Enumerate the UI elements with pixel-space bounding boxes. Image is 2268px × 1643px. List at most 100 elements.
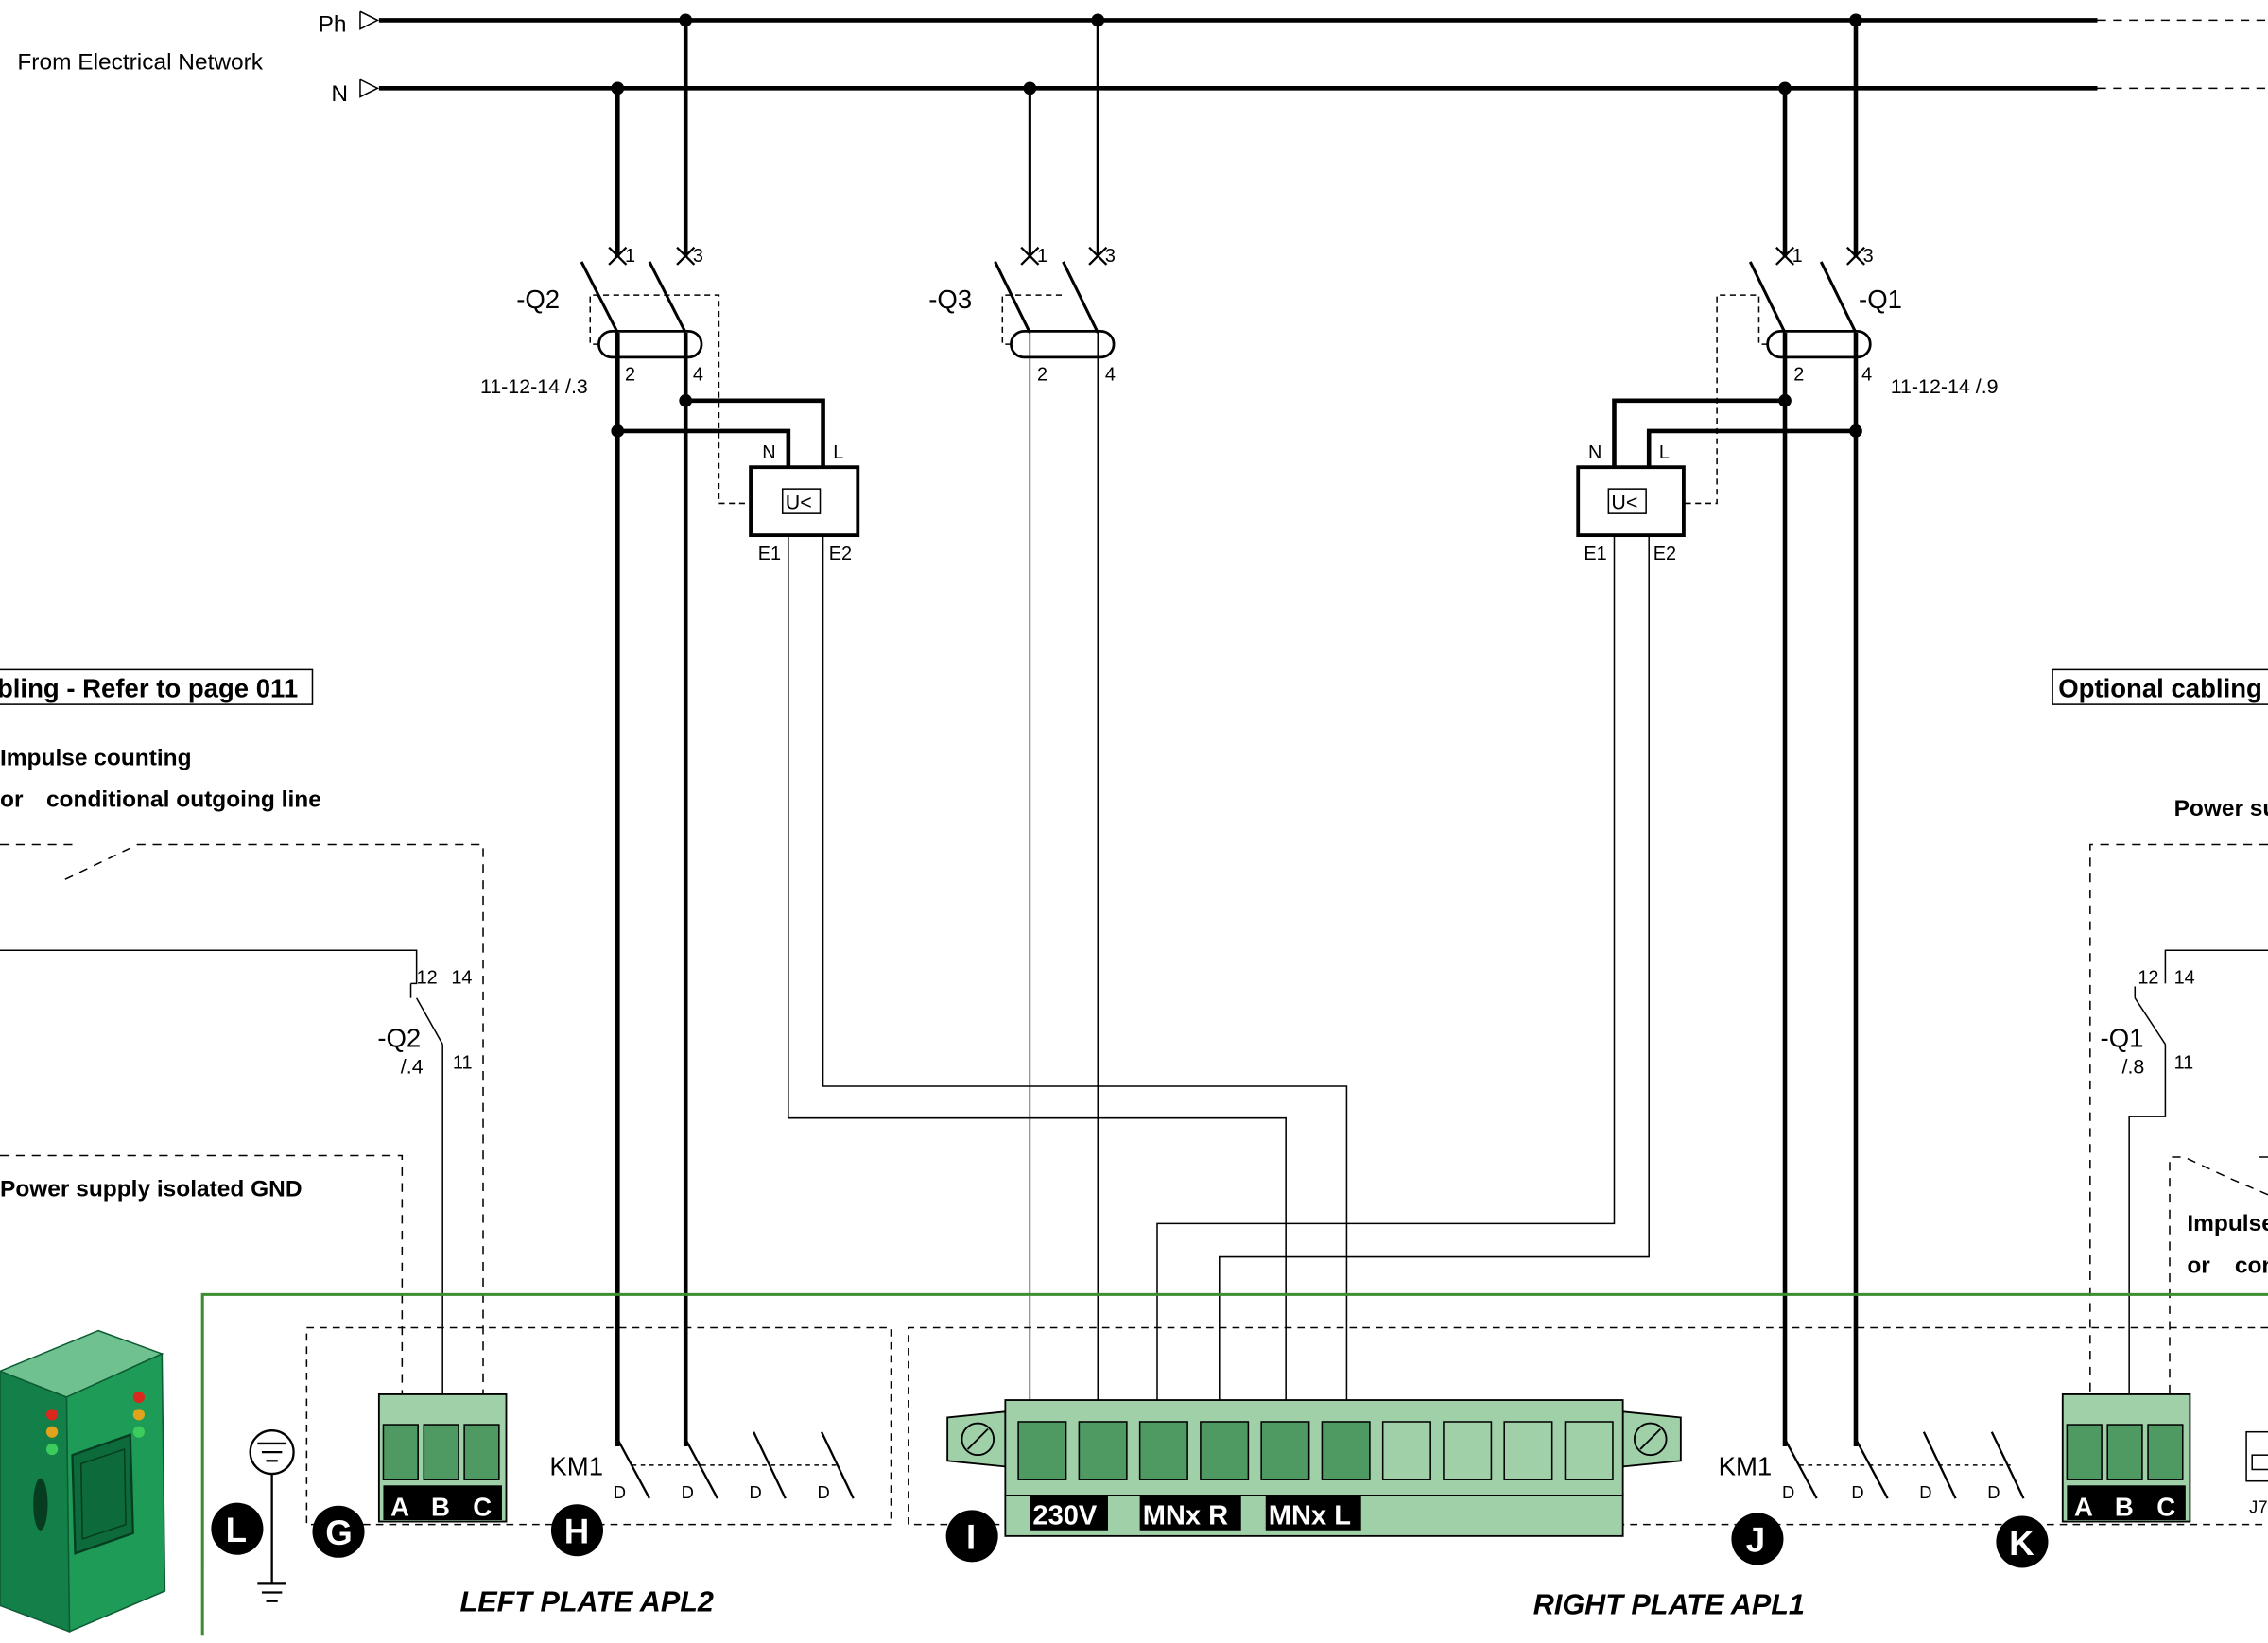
left-term-b: B xyxy=(431,1492,450,1521)
q2-uv-symbol: U< xyxy=(786,492,812,514)
right-km1-d3: D xyxy=(1919,1482,1931,1502)
marker-l: L xyxy=(226,1511,247,1549)
q1-pin-2: 2 xyxy=(1793,364,1804,385)
impulse-counting-label: Impulse counting xyxy=(0,745,192,770)
marker-circles xyxy=(211,1502,2049,1568)
optional-cabling-left-box xyxy=(0,668,314,705)
q3-pin-3: 3 xyxy=(1105,246,1116,267)
left-km1-label: KM1 xyxy=(549,1452,603,1481)
q2-pin-3: 3 xyxy=(693,246,703,267)
q2-label: -Q2 xyxy=(516,285,560,314)
rj45-socket-icon xyxy=(2245,1430,2268,1482)
marker-j: J xyxy=(1746,1521,1765,1560)
supply-buses xyxy=(359,10,2268,98)
right-term-b: B xyxy=(2115,1492,2134,1521)
power-supply-right-label: Power su xyxy=(2174,796,2268,822)
or-label: or xyxy=(0,787,24,813)
q2-uv-l: L xyxy=(833,442,843,463)
panel-frame xyxy=(200,1292,2268,1636)
breaker-q3 xyxy=(994,246,1116,1446)
marker-i: I xyxy=(966,1518,976,1557)
q3-label: -Q3 xyxy=(928,285,972,314)
breaker-q1 xyxy=(1683,246,1872,1446)
marker-h: H xyxy=(564,1513,590,1551)
left-aux-wiring xyxy=(0,843,484,1446)
q2-uv-e2: E2 xyxy=(829,544,852,564)
q2-pin-1: 1 xyxy=(625,246,635,267)
right-plate-box xyxy=(908,1326,2268,1526)
right-abc-terminal xyxy=(2061,1393,2191,1523)
network-label: From Electrical Network xyxy=(17,49,263,75)
q1-pin-1: 1 xyxy=(1792,246,1803,267)
right-km1-contactor xyxy=(1784,1431,2025,1499)
q3-drops xyxy=(1028,20,1099,258)
q2-contact-label: -Q2 xyxy=(377,1024,421,1053)
q3-pin-1: 1 xyxy=(1037,246,1047,267)
or-right-label: or xyxy=(2187,1253,2210,1278)
right-plate-label: RIGHT PLATE APL1 xyxy=(1533,1588,1805,1620)
q2-contact-14: 14 xyxy=(451,967,472,988)
terminal-230v: 230V xyxy=(1032,1501,1097,1531)
q1-undervoltage-release xyxy=(1156,398,1856,1446)
j7-label: J7 xyxy=(2249,1496,2267,1516)
q1-label: -Q1 xyxy=(1859,285,1902,314)
right-km1-d4: D xyxy=(1987,1482,2000,1502)
q3-pin-4: 4 xyxy=(1105,364,1116,385)
left-km1-d1: D xyxy=(614,1482,626,1502)
junction-dots xyxy=(611,13,1862,438)
impulse-right-label: Impulse xyxy=(2187,1211,2268,1237)
q1-uv-n: N xyxy=(1588,442,1601,463)
q1-pin-4: 4 xyxy=(1861,364,1872,385)
q1-ref: 11-12-14 /.9 xyxy=(1891,375,1999,398)
left-km1-d3: D xyxy=(750,1482,762,1502)
bus-drops xyxy=(615,20,1859,258)
q3-pin-2: 2 xyxy=(1037,364,1047,385)
earth-ground-icon xyxy=(249,1429,295,1602)
neutral-label: N xyxy=(331,81,348,107)
q2-contact-ref: /.4 xyxy=(401,1055,424,1078)
q1-contact-ref: /.8 xyxy=(2122,1055,2145,1078)
terminal-mnx-l: MNx L xyxy=(1269,1501,1351,1531)
optional-cabling-left: bling - Refer to page 011 xyxy=(0,673,298,702)
right-km1-label: KM1 xyxy=(1719,1452,1773,1481)
optional-cabling-right: Optional cabling xyxy=(2058,673,2262,702)
q2-pin-2: 2 xyxy=(625,364,635,385)
power-gnd-label: Power supply isolated GND xyxy=(0,1176,303,1202)
q2-contact-11: 11 xyxy=(453,1053,473,1074)
left-abc-terminal xyxy=(377,1393,508,1523)
terminal-mnx-r: MNx R xyxy=(1143,1501,1228,1531)
left-plate-label: LEFT PLATE APL2 xyxy=(460,1585,714,1617)
q2-pin-4: 4 xyxy=(693,364,703,385)
phase-label: Ph xyxy=(319,12,347,38)
q2-uv-e1: E1 xyxy=(758,544,781,564)
right-km1-d1: D xyxy=(1782,1482,1794,1502)
left-term-c: C xyxy=(473,1492,492,1521)
q1-contact-14: 14 xyxy=(2174,967,2195,988)
optional-cabling-right-box xyxy=(2052,668,2268,705)
left-km1-d4: D xyxy=(817,1482,829,1502)
left-km1-contactor xyxy=(616,1431,855,1499)
q2-undervoltage-release xyxy=(617,398,1348,1446)
left-km1-d2: D xyxy=(682,1482,694,1502)
q1-uv-symbol: U< xyxy=(1611,492,1637,514)
conditional-line-label: conditional outgoing line xyxy=(46,787,321,813)
center-terminal-block xyxy=(946,1399,1682,1537)
q2-uv-n: N xyxy=(762,442,775,463)
q1-uv-e2: E2 xyxy=(1653,544,1676,564)
q1-uv-e1: E1 xyxy=(1584,544,1606,564)
right-term-a: A xyxy=(2074,1492,2093,1521)
marker-g: G xyxy=(325,1513,353,1552)
left-term-a: A xyxy=(390,1492,409,1521)
con-right-label: con xyxy=(2235,1253,2268,1278)
q1-contact-label: -Q1 xyxy=(2101,1024,2144,1053)
q1-pin-3: 3 xyxy=(1863,246,1874,267)
q1-contact-12: 12 xyxy=(2138,967,2158,988)
q2-ref: 11-12-14 /.3 xyxy=(480,375,588,398)
q2-contact-12: 12 xyxy=(417,967,438,988)
q1-contact-11: 11 xyxy=(2174,1053,2194,1074)
q1-uv-l: L xyxy=(1659,442,1670,463)
enclosure-device-icon xyxy=(0,1329,166,1633)
right-aux-wiring xyxy=(2089,843,2268,1446)
right-term-c: C xyxy=(2156,1492,2175,1521)
